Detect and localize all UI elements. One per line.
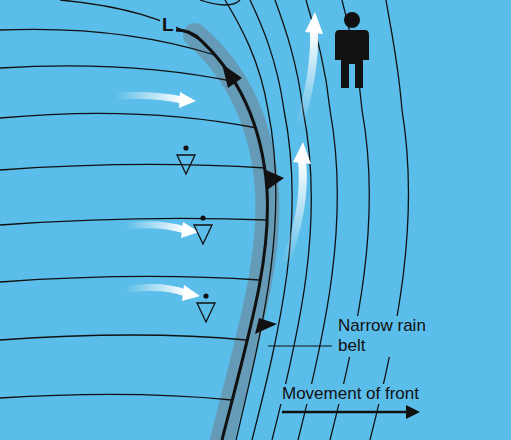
- low-centre-curve: [175, 30, 198, 38]
- rain-belt-label: Narrow rain belt: [336, 316, 432, 357]
- leader-line: [268, 345, 332, 346]
- person-silhouette: [335, 12, 369, 88]
- low-pressure-label: L: [160, 14, 176, 37]
- movement-arrowhead: [406, 405, 420, 419]
- cold-air-arrows: [115, 92, 200, 301]
- isobars: [0, 0, 409, 440]
- cold-front-line: [195, 35, 267, 440]
- movement-label: Movement of front: [280, 384, 421, 404]
- rain-band: [195, 35, 267, 440]
- movement-arrow: [282, 411, 410, 414]
- front-triangles: [222, 64, 284, 334]
- rain-symbols: [177, 145, 215, 322]
- rising-air-arrows: [285, 12, 323, 265]
